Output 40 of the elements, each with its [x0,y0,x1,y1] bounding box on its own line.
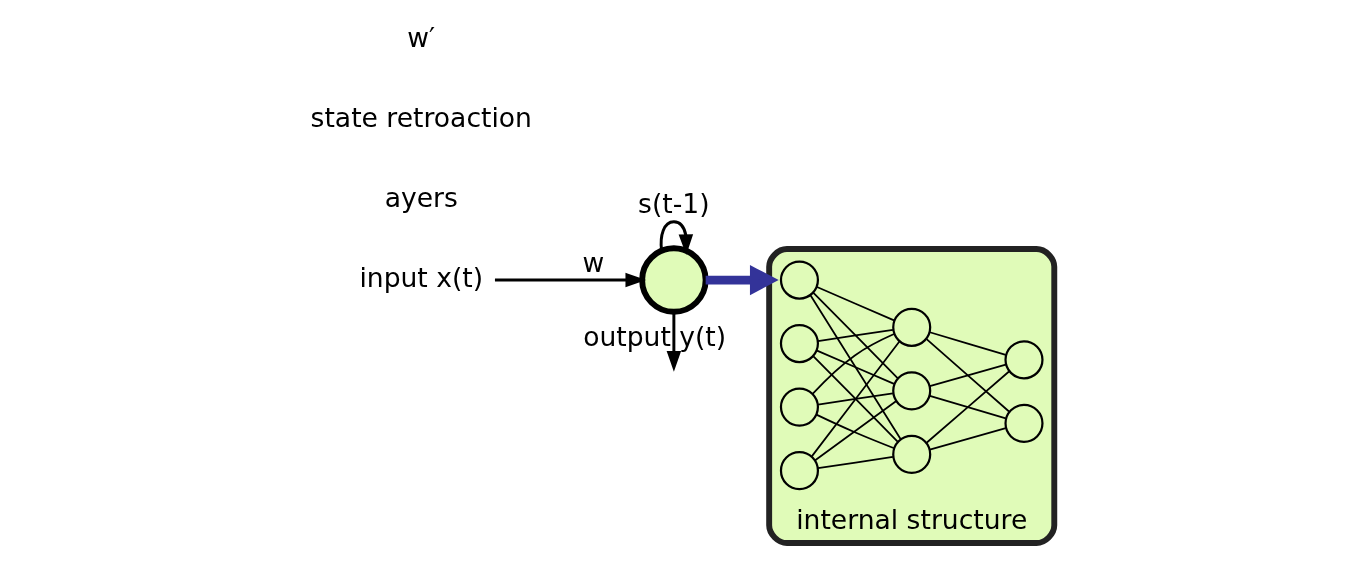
connector [816,329,894,342]
connector [928,427,1007,451]
node-circle [779,260,819,300]
arrow [659,220,693,256]
connector [815,349,895,385]
node-circle [779,387,819,427]
edge-label: w [581,246,604,278]
connector [816,456,894,469]
label: ayers [384,181,458,213]
connector [811,333,895,395]
connector [816,392,894,406]
connector [928,394,1007,420]
connector [810,340,900,458]
node-circle [638,245,709,315]
connector [928,363,1007,388]
edge-label: s(t-1) [637,188,710,220]
node-circle [891,434,931,474]
node-circle [891,371,931,411]
connector [928,331,1007,356]
arrow [666,312,681,372]
node-circle [1003,403,1044,443]
label: state retroaction [310,102,532,134]
connector [925,370,1010,444]
node-circle [1003,340,1044,380]
node-circle [891,307,931,347]
edge-label: output y(t) [582,321,726,353]
node-circle [779,324,819,364]
connector [812,291,899,380]
label: w′ [406,22,435,54]
arrow [494,272,646,288]
connector [815,286,895,322]
arrow [705,264,779,296]
connector [925,338,1010,413]
node-text: input x(t) [358,261,483,293]
connector [809,294,902,441]
connector [815,413,895,450]
connector [812,355,899,443]
node-circle [779,451,819,491]
cluster: internal structure [765,246,1057,546]
connector [813,400,897,462]
